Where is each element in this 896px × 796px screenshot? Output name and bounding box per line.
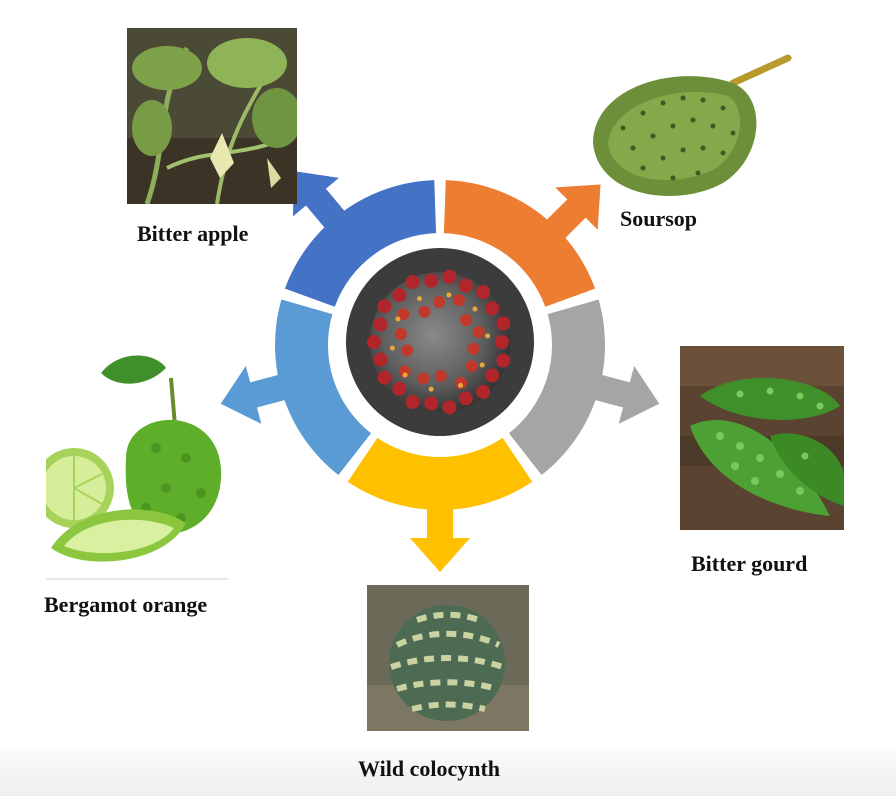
virus-spike xyxy=(373,352,388,367)
virus-spike xyxy=(472,326,485,339)
virus-spike xyxy=(465,360,478,373)
virus-spike xyxy=(458,391,473,406)
label-bergamot-orange: Bergamot orange xyxy=(44,592,208,617)
ring-segment-bitter-apple xyxy=(284,180,437,307)
virus-spike xyxy=(485,368,500,383)
arrow-ring xyxy=(220,171,660,572)
arrow-bitter-gourd xyxy=(594,365,660,424)
ring-segment-wild-colocynth xyxy=(347,437,533,510)
virus-protein-dot xyxy=(402,372,408,378)
virus-spike xyxy=(458,278,473,293)
virus-spike xyxy=(394,328,407,341)
virus-protein-dot xyxy=(395,316,401,322)
virus-spike xyxy=(496,353,511,368)
ring-segment-bitter-gourd xyxy=(508,299,605,476)
virus-spike xyxy=(377,299,392,314)
virus-spike xyxy=(495,335,509,349)
virus-spike xyxy=(397,308,410,321)
virus-spike xyxy=(392,381,407,396)
ring-segment-soursop xyxy=(443,180,596,307)
label-bitter-gourd: Bitter gourd xyxy=(691,551,808,576)
virus-spike xyxy=(460,314,473,327)
arrow-soursop xyxy=(546,184,601,239)
soursop-fruit-photo xyxy=(583,48,798,198)
bottom-band xyxy=(0,748,896,796)
arrow-bergamot-orange xyxy=(220,365,286,424)
bitter-apple-plant-photo xyxy=(127,28,297,204)
virus-protein-dot xyxy=(472,306,478,312)
label-wild-colocynth: Wild colocynth xyxy=(358,756,501,781)
virus-spike xyxy=(485,301,500,316)
virus-spike xyxy=(392,288,407,303)
bergamot-orange-photo xyxy=(46,348,228,580)
virus-spike xyxy=(417,372,430,385)
coronavirus-icon xyxy=(342,244,538,440)
label-bitter-apple: Bitter apple xyxy=(137,221,249,246)
virus-spike xyxy=(442,269,457,284)
virus-protein-dot xyxy=(428,386,434,392)
virus-spike xyxy=(401,344,414,357)
virus-spike xyxy=(476,384,491,399)
virus-spike xyxy=(398,365,411,378)
virus-spike xyxy=(405,395,420,410)
label-soursop: Soursop xyxy=(620,206,698,231)
bitter-gourd-photo xyxy=(680,346,844,530)
virus-spike xyxy=(424,396,439,411)
arrow-wild-colocynth xyxy=(410,508,470,572)
virus-protein-dot xyxy=(485,333,491,339)
virus-protein-dot xyxy=(458,382,464,388)
virus-spike xyxy=(367,335,381,349)
virus-protein-dot xyxy=(389,345,395,351)
virus-spike xyxy=(476,285,491,300)
virus-protein-dot xyxy=(416,296,422,302)
arrow-bitter-apple xyxy=(292,171,346,229)
wild-colocynth-photo xyxy=(367,585,529,731)
virus-spike xyxy=(433,296,446,309)
virus-spike xyxy=(452,294,465,307)
virus-spike xyxy=(442,400,457,415)
virus-protein-dot xyxy=(479,362,485,368)
virus-protein-dot xyxy=(446,292,452,298)
virus-spike xyxy=(496,316,511,331)
virus-spike xyxy=(434,369,447,382)
virus-spike xyxy=(467,342,480,355)
virus-spike xyxy=(405,274,420,289)
virus-spike xyxy=(424,273,439,288)
virus-spike xyxy=(418,305,431,318)
virus-spike xyxy=(373,317,388,332)
virus-spike xyxy=(377,370,392,385)
ring-segment-bergamot-orange xyxy=(275,299,372,476)
